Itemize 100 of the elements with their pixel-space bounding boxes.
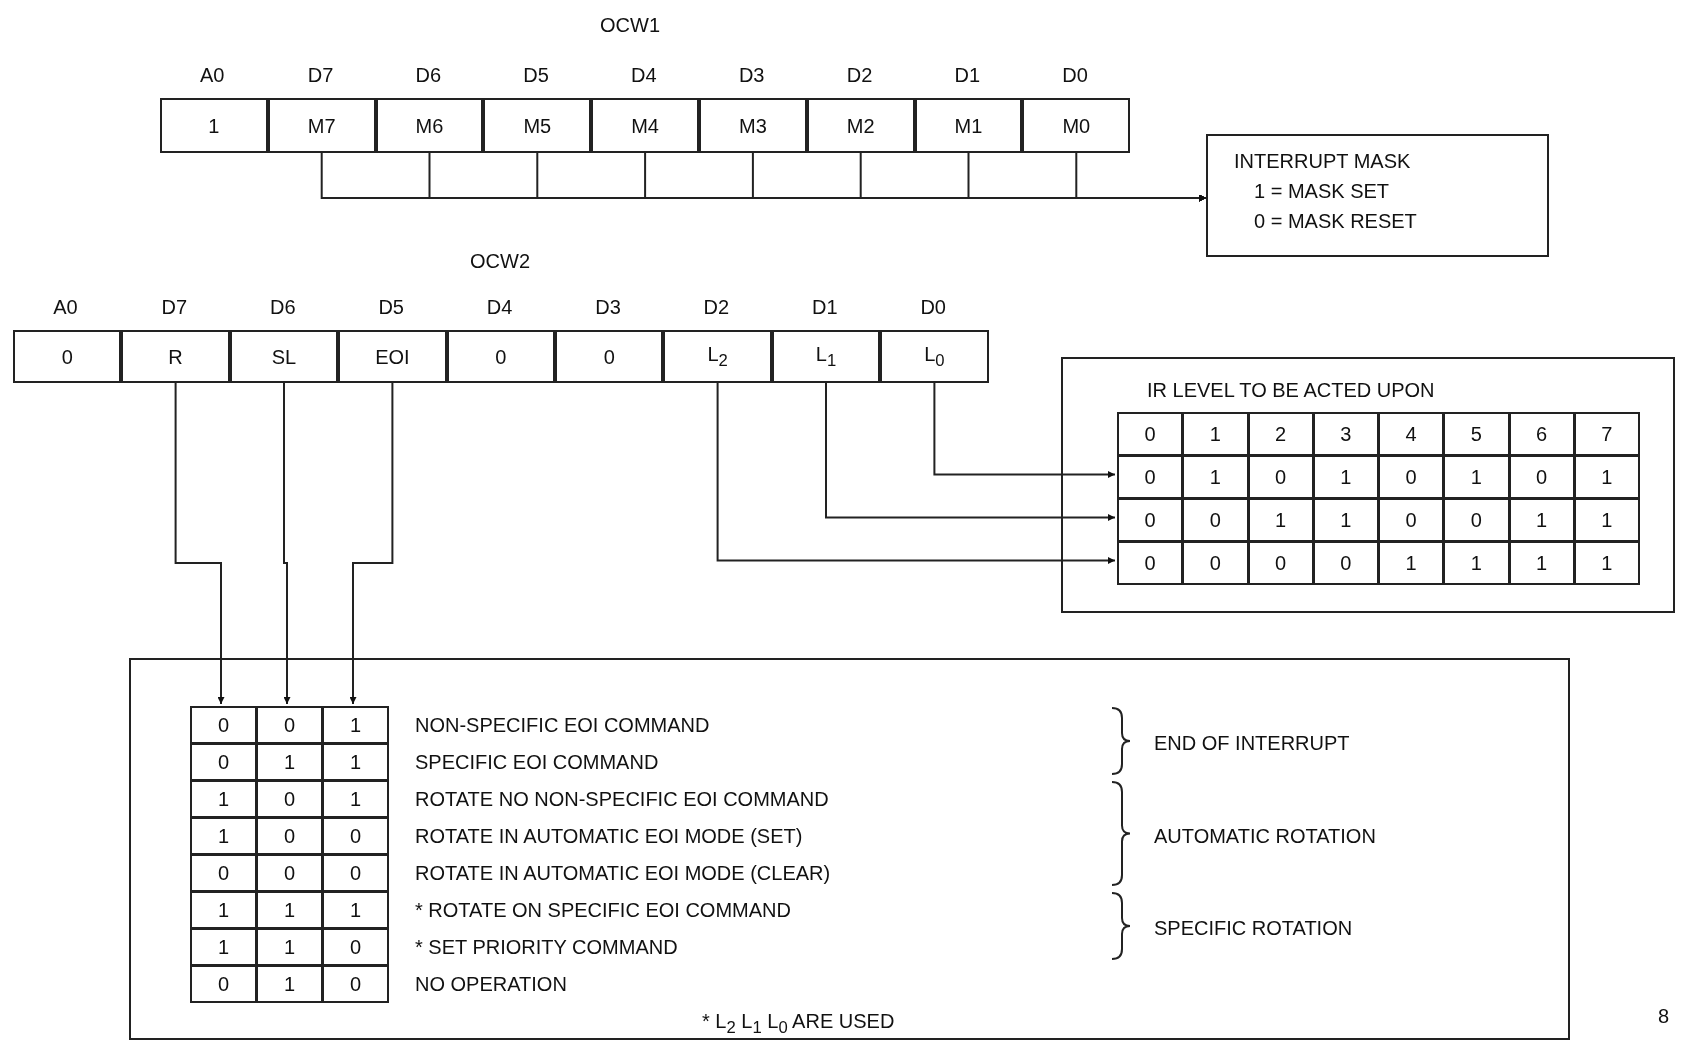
table-panel	[1061, 357, 1675, 613]
table-header-cell: 5	[1443, 412, 1510, 456]
table-cell: 0	[322, 817, 389, 855]
table-cell: 1	[190, 780, 257, 818]
bit-name: A0	[53, 296, 78, 318]
arrow	[349, 382, 394, 705]
bit-name: D6	[415, 64, 442, 86]
register-bit-cell	[914, 98, 1023, 153]
bit-value: M2	[846, 114, 875, 137]
table-cell: 0	[1182, 498, 1249, 542]
arrow	[933, 382, 1116, 478]
table-cell: 1	[1312, 455, 1379, 499]
bit-name: D3	[738, 64, 765, 86]
box-heading: INTERRUPT MASK	[1234, 150, 1411, 172]
table-cell: 1	[190, 891, 257, 929]
table-cell: 1	[190, 817, 257, 855]
bit-name: D3	[595, 296, 621, 318]
table-header-cell: 6	[1508, 412, 1575, 456]
bit-name: D5	[523, 64, 549, 86]
table-cell: 1	[190, 928, 257, 966]
bit-value: M4	[631, 114, 659, 137]
page-number: 8	[1658, 1005, 1670, 1027]
register-bit-cell	[121, 330, 230, 383]
table-cell: 1	[322, 706, 389, 744]
bit-value: R	[168, 345, 183, 368]
table-cell: 0	[190, 854, 257, 892]
bit-value: L$_{1}$	[815, 342, 837, 371]
table-header-cell: 2	[1247, 412, 1314, 456]
command-description: * SET PRIORITY COMMAND	[415, 936, 678, 958]
table-column	[190, 706, 256, 1002]
table-cell: 1	[1508, 498, 1575, 542]
table-cell: 1	[1378, 541, 1445, 585]
table-cell: 0	[1247, 455, 1314, 499]
register-bit-cell	[591, 98, 699, 153]
table-cell: 0	[256, 854, 323, 892]
table-cell: 1	[256, 965, 323, 1003]
table-cell: 0	[322, 928, 389, 966]
register-title: OCW1	[600, 14, 660, 36]
table-cell: 0	[256, 817, 323, 855]
bit-name: A0	[199, 64, 225, 86]
table-title: IR LEVEL TO BE ACTED UPON	[1147, 379, 1435, 401]
bit-value: M0	[1062, 114, 1091, 137]
register-bit-cell	[806, 98, 915, 153]
table-cell: 0	[1312, 541, 1379, 585]
command-description: NON-SPECIFIC EOI COMMAND	[415, 714, 710, 736]
command-description: ROTATE IN AUTOMATIC EOI MODE (CLEAR)	[415, 862, 831, 884]
register-bit-cell	[1022, 98, 1131, 153]
bit-name: D5	[378, 296, 404, 318]
bit-value: EOI	[375, 345, 410, 368]
table-cell: 0	[322, 965, 389, 1003]
register-bit-cell	[229, 330, 339, 383]
table-row	[1117, 541, 1639, 584]
table-cell: 0	[1117, 455, 1184, 499]
register-bit-cell	[338, 330, 447, 383]
arrow	[1075, 152, 1207, 202]
table-cell: 0	[256, 706, 323, 744]
table-cell: 1	[322, 780, 389, 818]
table-cell: 1	[1573, 498, 1640, 542]
table-cell: 1	[1443, 541, 1510, 585]
table-cell: 0	[190, 965, 257, 1003]
table-row	[1117, 455, 1639, 498]
bit-name: D4	[486, 296, 513, 318]
table-column	[256, 706, 322, 1002]
table-cell: 0	[1247, 541, 1314, 585]
table-cell: 0	[256, 780, 323, 818]
group-label: AUTOMATIC ROTATION	[1154, 824, 1376, 847]
table-cell: 0	[1378, 455, 1445, 499]
table-cell: 1	[1508, 541, 1575, 585]
bit-value: M1	[954, 114, 983, 137]
register-bit-cell	[880, 330, 989, 383]
description-box	[1206, 134, 1549, 257]
table-cell: 1	[1247, 498, 1314, 542]
table-cell: 1	[1312, 498, 1379, 542]
bit-name: D7	[161, 296, 188, 318]
arrow	[716, 382, 1116, 564]
table-cell: 0	[1117, 541, 1184, 585]
table-cell: 0	[190, 743, 257, 781]
register-bit-cell	[160, 98, 268, 153]
register-title: OCW2	[470, 250, 530, 272]
bit-value: L$_{0}$	[924, 342, 945, 371]
table-cell: 1	[322, 891, 389, 929]
bit-value: M6	[415, 114, 444, 137]
table-cell: 1	[322, 743, 389, 781]
register-bit-cell	[699, 98, 807, 153]
arrow	[174, 382, 225, 705]
table-cell: 0	[1182, 541, 1249, 585]
bit-value: L$_{2}$	[707, 342, 728, 371]
command-description: ROTATE NO NON-SPECIFIC EOI COMMAND	[415, 788, 829, 810]
bit-value: 0	[603, 345, 615, 368]
group-label: SPECIFIC ROTATION	[1154, 917, 1353, 939]
table-cell: 1	[1182, 455, 1249, 499]
command-description: * ROTATE ON SPECIFIC EOI COMMAND	[415, 899, 791, 921]
register-bit-cell	[446, 330, 555, 383]
table-header-cell: 4	[1378, 412, 1445, 456]
table-cell: 1	[256, 928, 323, 966]
bit-value: 1	[208, 114, 220, 137]
bit-value: 0	[495, 345, 507, 368]
register-bit-cell	[771, 330, 881, 383]
table-cell: 1	[1443, 455, 1510, 499]
bit-value: SL	[271, 345, 297, 368]
